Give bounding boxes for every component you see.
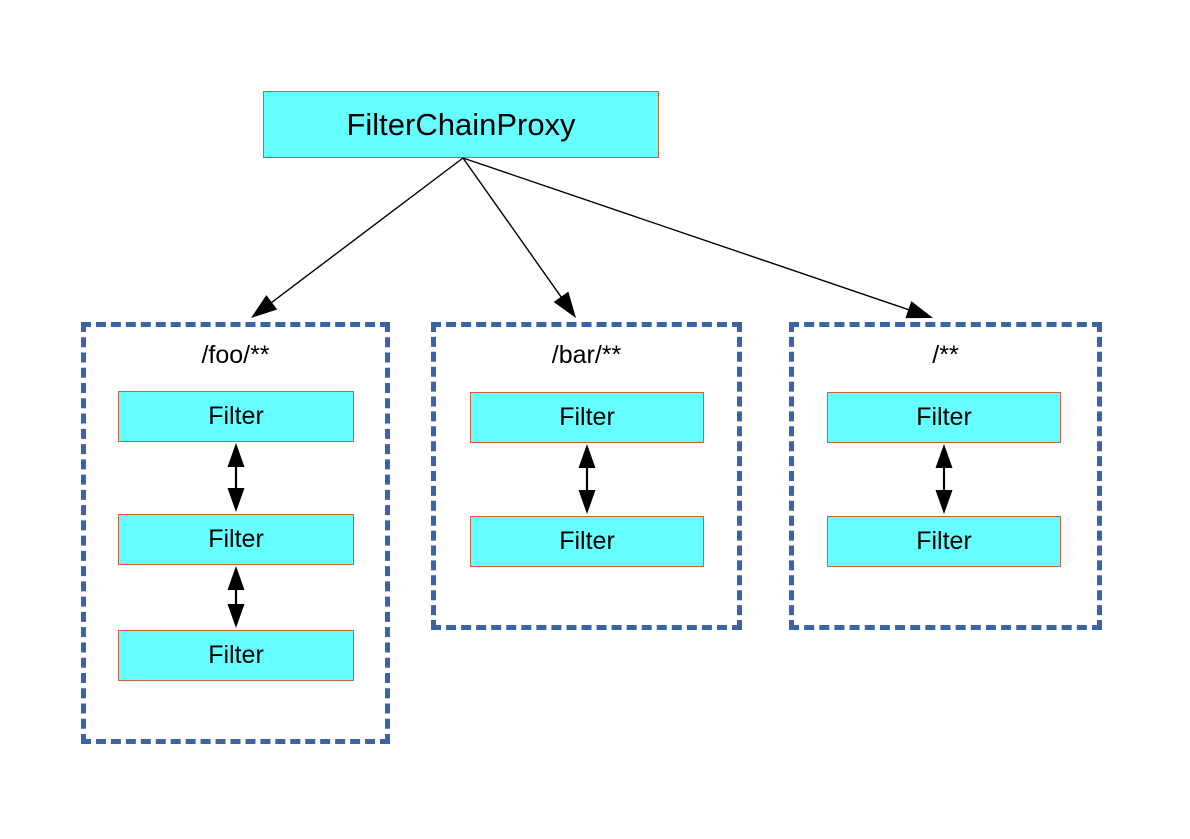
chain-group-label: /**: [932, 341, 959, 369]
filter-box[interactable]: Filter: [827, 516, 1061, 567]
filter-label: Filter: [916, 527, 972, 555]
chain-group-label: /bar/**: [551, 341, 622, 369]
chain-group-catchall[interactable]: /**: [789, 322, 1102, 630]
node-filterchainproxy[interactable]: FilterChainProxy: [263, 91, 659, 158]
filter-box[interactable]: Filter: [118, 514, 354, 565]
chain-group-foo[interactable]: /foo/**: [81, 322, 390, 744]
filter-label: Filter: [208, 402, 264, 430]
filter-box[interactable]: Filter: [827, 392, 1061, 443]
filter-label: Filter: [208, 525, 264, 553]
filter-box[interactable]: Filter: [118, 391, 354, 442]
filter-box[interactable]: Filter: [470, 516, 704, 567]
filter-label: Filter: [208, 641, 264, 669]
filter-label: Filter: [559, 403, 615, 431]
filter-box[interactable]: Filter: [470, 392, 704, 443]
filter-label: Filter: [559, 527, 615, 555]
chain-group-label: /foo/**: [201, 341, 270, 369]
filter-label: Filter: [916, 403, 972, 431]
chain-group-bar[interactable]: /bar/**: [431, 322, 742, 630]
filter-box[interactable]: Filter: [118, 630, 354, 681]
node-label: FilterChainProxy: [346, 107, 576, 142]
